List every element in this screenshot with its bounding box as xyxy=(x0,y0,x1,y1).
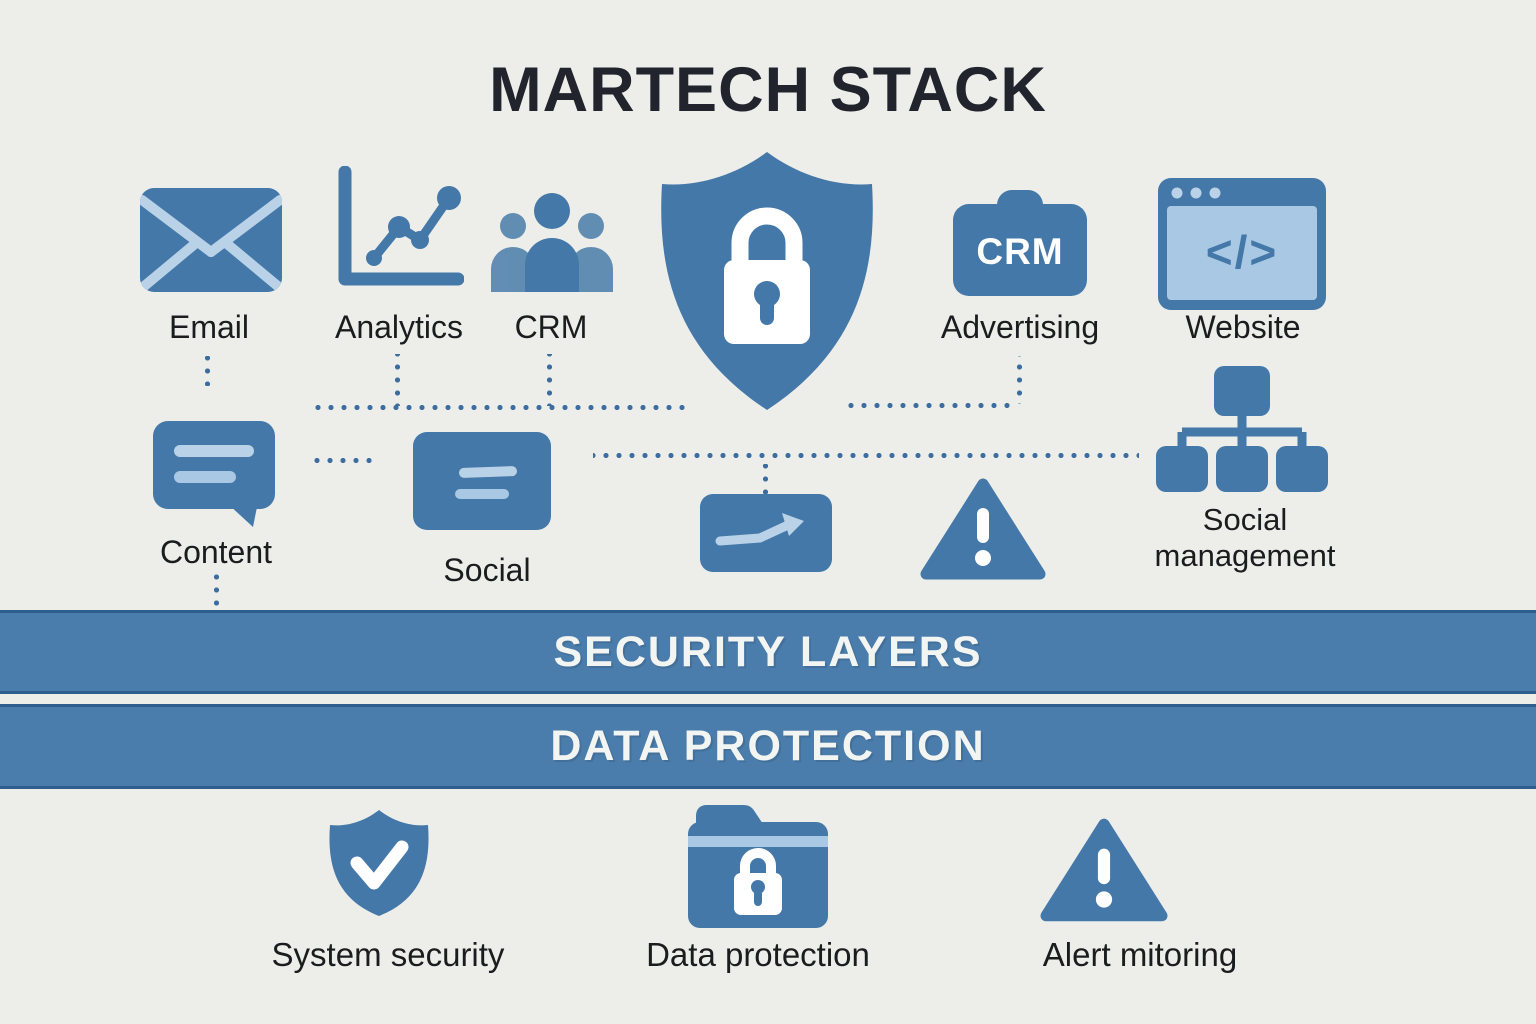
trend-card-icon xyxy=(700,494,832,572)
analytics-icon xyxy=(338,166,464,286)
folder-lock-icon xyxy=(688,805,828,928)
website-browser-icon: </> xyxy=(1158,178,1326,310)
shield-check-icon xyxy=(329,810,429,916)
social-label: Social xyxy=(443,552,531,588)
crm-badge-icon: CRM xyxy=(953,190,1087,296)
connector-crm-down xyxy=(547,354,552,406)
analytics-label: Analytics xyxy=(334,309,464,345)
connector-email-down xyxy=(205,356,210,386)
connector-horizontal-right xyxy=(843,403,1015,408)
content-bubble-icon xyxy=(153,421,275,527)
security-layers-banner-text: SECURITY LAYERS xyxy=(553,627,983,676)
security-layers-banner: SECURITY LAYERS xyxy=(0,610,1536,694)
connector-analytics-down xyxy=(395,354,400,406)
email-icon xyxy=(140,188,282,292)
shield-lock-icon xyxy=(661,152,873,410)
alert-mitoring-label: Alert mitoring xyxy=(1042,936,1238,973)
connector-content-social xyxy=(311,458,375,463)
advertising-label: Advertising xyxy=(940,309,1100,345)
connector-shield-down xyxy=(763,464,768,494)
connector-horizontal-long xyxy=(593,453,1139,458)
crm-people-icon xyxy=(491,193,613,292)
data-protection-label: Data protection xyxy=(646,936,870,973)
data-protection-banner-text: DATA PROTECTION xyxy=(550,722,986,770)
connector-advertising-down xyxy=(1017,356,1022,404)
alert-triangle-icon xyxy=(1040,818,1168,922)
warning-triangle-icon xyxy=(920,478,1046,580)
social-management-label: Social management xyxy=(1154,502,1336,573)
email-label: Email xyxy=(168,309,249,345)
crm-badge-text: CRM xyxy=(976,231,1063,272)
system-security-label: System security xyxy=(271,936,505,973)
crm-label: CRM xyxy=(514,309,588,345)
data-protection-banner: DATA PROTECTION xyxy=(0,704,1536,789)
org-chart-icon xyxy=(1156,366,1328,492)
website-code-glyph: </> xyxy=(1206,226,1279,278)
page-title: MARTECH STACK xyxy=(489,55,1047,125)
connector-horizontal-left xyxy=(315,405,685,410)
content-label: Content xyxy=(159,534,273,570)
social-card-icon xyxy=(413,432,551,530)
website-label: Website xyxy=(1185,309,1301,345)
connector-content-down xyxy=(214,572,219,608)
